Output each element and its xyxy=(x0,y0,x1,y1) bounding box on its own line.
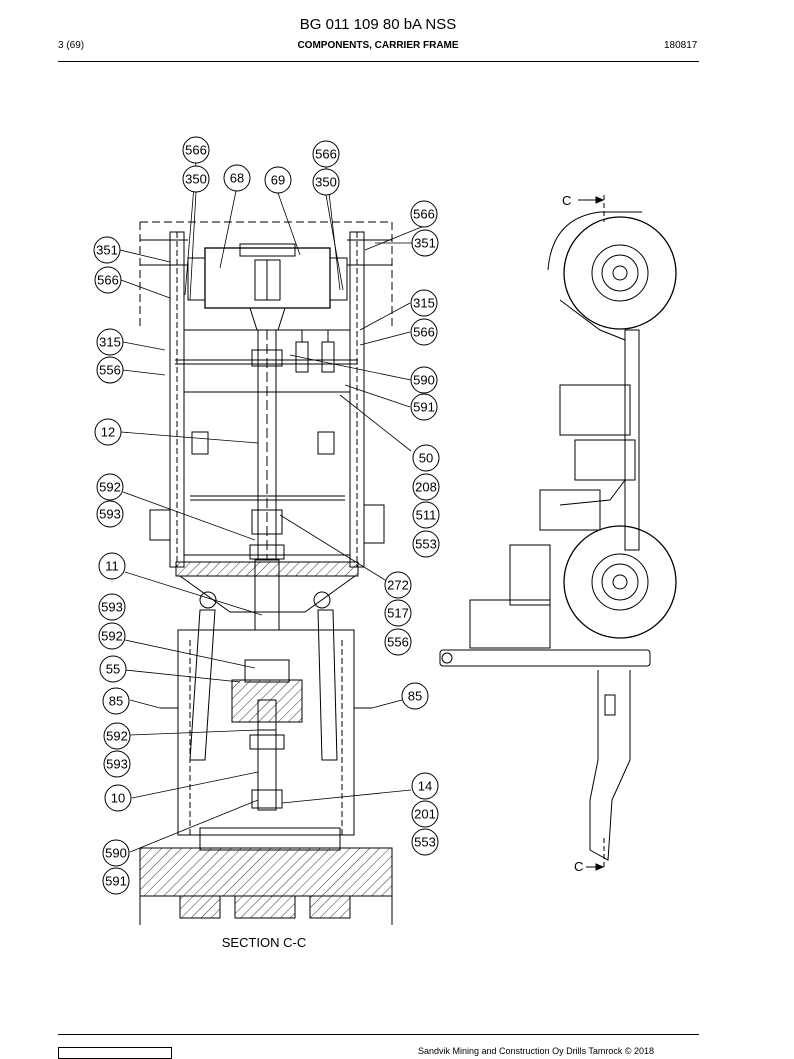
svg-text:315: 315 xyxy=(413,296,435,311)
callout-351-a: 351 xyxy=(93,236,121,264)
svg-text:350: 350 xyxy=(185,172,207,187)
svg-text:14: 14 xyxy=(418,779,432,794)
section-title: COMPONENTS, CARRIER FRAME xyxy=(297,40,459,51)
callout-593-b: 593 xyxy=(98,593,126,621)
callout-350-a: 350 xyxy=(182,165,210,193)
svg-text:592: 592 xyxy=(99,480,121,495)
svg-text:350: 350 xyxy=(315,175,337,190)
section-label: SECTION C-C xyxy=(222,935,307,950)
svg-text:593: 593 xyxy=(99,507,121,522)
cut-label-bottom: C xyxy=(574,859,583,874)
callout-208: 208 xyxy=(412,473,440,501)
callout-12: 12 xyxy=(94,418,122,446)
callout-11: 11 xyxy=(98,552,126,580)
header-rule xyxy=(58,61,699,62)
callout-556-a: 556 xyxy=(96,356,124,384)
svg-text:208: 208 xyxy=(415,480,437,495)
callout-14: 14 xyxy=(411,772,439,800)
svg-text:55: 55 xyxy=(106,662,120,677)
copyright-text: Sandvik Mining and Construction Oy Drill… xyxy=(418,1046,655,1056)
callout-592-a: 592 xyxy=(96,473,124,501)
svg-text:201: 201 xyxy=(414,807,436,822)
callout-350-b: 350 xyxy=(312,168,340,196)
svg-text:591: 591 xyxy=(413,400,435,415)
callout-591-b: 591 xyxy=(102,867,130,895)
svg-text:566: 566 xyxy=(315,147,337,162)
svg-text:593: 593 xyxy=(101,600,123,615)
svg-text:592: 592 xyxy=(106,729,128,744)
callout-85-a: 85 xyxy=(102,687,130,715)
svg-text:566: 566 xyxy=(97,273,119,288)
callout-272: 272 xyxy=(384,571,412,599)
svg-text:12: 12 xyxy=(101,425,115,440)
svg-text:566: 566 xyxy=(185,143,207,158)
callout-68: 68 xyxy=(223,164,251,192)
section-cut-markers xyxy=(578,195,605,871)
svg-text:11: 11 xyxy=(105,559,119,574)
svg-text:351: 351 xyxy=(414,236,436,251)
callout-69: 69 xyxy=(264,166,292,194)
side-view xyxy=(439,211,677,861)
callout-590-b: 590 xyxy=(102,839,130,867)
callout-201: 201 xyxy=(411,800,439,828)
cut-label-top: C xyxy=(562,193,571,208)
svg-text:10: 10 xyxy=(111,791,125,806)
callout-566-d: 566 xyxy=(94,266,122,294)
callout-553-b: 553 xyxy=(411,828,439,856)
svg-text:593: 593 xyxy=(106,757,128,772)
callout-511: 511 xyxy=(412,501,440,529)
svg-text:556: 556 xyxy=(99,363,121,378)
callout-351-b: 351 xyxy=(411,229,439,257)
callout-85-b: 85 xyxy=(401,682,429,710)
svg-text:553: 553 xyxy=(415,537,437,552)
footer-rule xyxy=(58,1034,699,1035)
svg-text:566: 566 xyxy=(413,325,435,340)
document-title: BG 011 109 80 bA NSS xyxy=(299,16,457,33)
callout-315-a: 315 xyxy=(410,289,438,317)
svg-text:511: 511 xyxy=(416,508,437,523)
callout-592-b: 592 xyxy=(98,622,126,650)
callout-593-a: 593 xyxy=(96,500,124,528)
svg-text:272: 272 xyxy=(387,578,409,593)
callout-566-a: 566 xyxy=(182,136,210,164)
svg-text:315: 315 xyxy=(99,335,121,350)
svg-text:592: 592 xyxy=(101,629,123,644)
svg-text:553: 553 xyxy=(414,835,436,850)
svg-text:517: 517 xyxy=(387,606,409,621)
callout-592-c: 592 xyxy=(103,722,131,750)
svg-text:556: 556 xyxy=(387,635,409,650)
svg-text:69: 69 xyxy=(271,173,285,188)
callout-50: 50 xyxy=(412,444,440,472)
callouts: 566 566 350 68 69 350 566 351 351 566 31… xyxy=(93,136,440,895)
callout-566-b: 566 xyxy=(312,140,340,168)
callout-553-a: 553 xyxy=(412,530,440,558)
callout-517: 517 xyxy=(384,599,412,627)
plan-view xyxy=(139,221,393,925)
page-number: 3 (69) xyxy=(58,40,85,51)
svg-text:85: 85 xyxy=(408,689,422,704)
callout-566-c: 566 xyxy=(410,200,438,228)
svg-text:566: 566 xyxy=(413,207,435,222)
callout-315-b: 315 xyxy=(96,328,124,356)
document-number: 180817 xyxy=(664,40,698,51)
svg-text:591: 591 xyxy=(105,874,127,889)
svg-text:590: 590 xyxy=(413,373,435,388)
callout-566-e: 566 xyxy=(410,318,438,346)
callout-591-a: 591 xyxy=(410,393,438,421)
svg-text:68: 68 xyxy=(230,171,244,186)
callout-10: 10 xyxy=(104,784,132,812)
callout-590-a: 590 xyxy=(410,366,438,394)
callout-55: 55 xyxy=(99,655,127,683)
svg-text:590: 590 xyxy=(105,846,127,861)
svg-text:85: 85 xyxy=(109,694,123,709)
svg-text:351: 351 xyxy=(96,243,118,258)
callout-593-c: 593 xyxy=(103,750,131,778)
callout-556-b: 556 xyxy=(384,628,412,656)
svg-text:50: 50 xyxy=(419,451,433,466)
company-logo xyxy=(58,1047,172,1059)
